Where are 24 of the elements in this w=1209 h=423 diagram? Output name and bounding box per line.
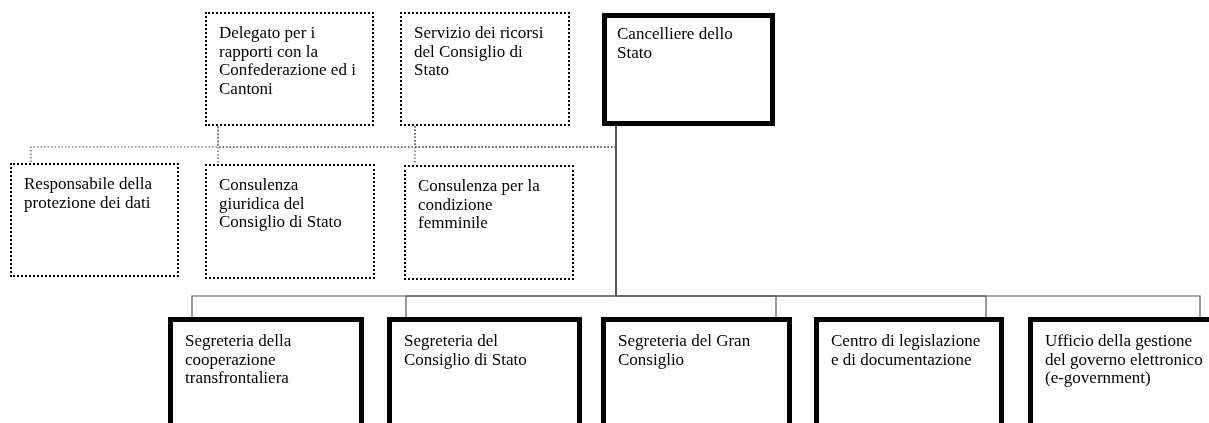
unit-name: Segreteria del Consiglio di Stato bbox=[404, 332, 528, 369]
staff-box bbox=[205, 12, 374, 126]
office-box bbox=[814, 317, 1004, 423]
office-box bbox=[168, 317, 364, 423]
staff-box bbox=[404, 165, 574, 280]
staff-box bbox=[400, 12, 570, 126]
unit-name: Ufficio della gestione del governo elettronico (e-government) bbox=[1045, 332, 1204, 388]
office-box bbox=[601, 317, 792, 423]
office-box bbox=[1028, 317, 1209, 423]
unit-name: Consulenza per la condizione femminile bbox=[418, 177, 541, 233]
unit-name: Delegato per i rapporti con la Confederazione ed i Cantoni bbox=[219, 24, 357, 98]
unit-name: Cancelliere dello Stato bbox=[617, 25, 734, 62]
connector-line bbox=[217, 125, 219, 165]
unit-name: Consulenza giuridica del Consiglio di Stato bbox=[219, 176, 343, 232]
staff-box bbox=[10, 163, 179, 277]
unit-name: Segreteria della cooperazione transfrontaliera bbox=[185, 332, 293, 388]
unit-name: Servizio dei ricorsi del Consiglio di Stato bbox=[414, 24, 545, 80]
staff-box bbox=[205, 164, 375, 279]
connector-line bbox=[414, 125, 416, 166]
unit-name: Responsabile della protezione dei dati bbox=[24, 175, 153, 212]
unit-name: Centro di legislazione e di documentazione bbox=[831, 332, 982, 369]
office-box bbox=[387, 317, 582, 423]
unit-name: Segreteria del Gran Consiglio bbox=[618, 332, 752, 369]
office-box bbox=[602, 13, 775, 126]
